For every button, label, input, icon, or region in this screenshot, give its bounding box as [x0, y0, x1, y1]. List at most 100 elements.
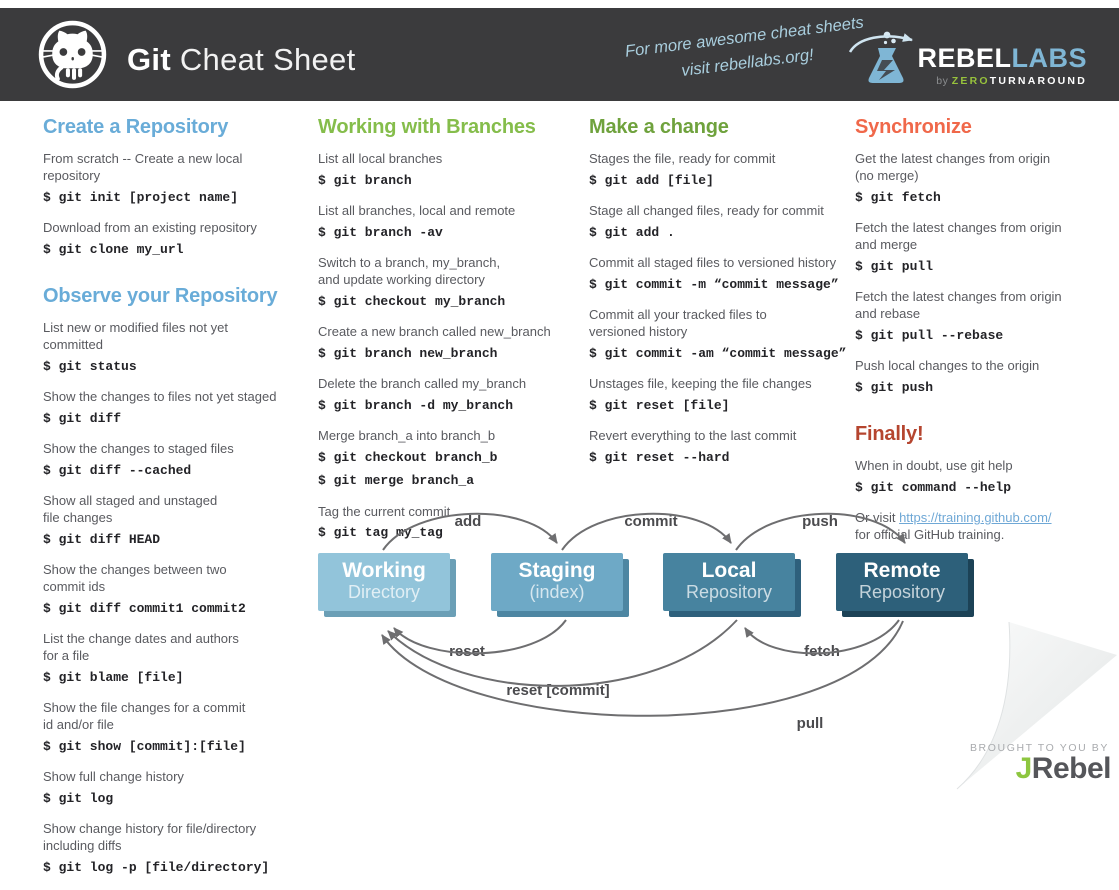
entry-description: Push local changes to the origin: [855, 357, 1040, 373]
cheat-entry: Show all staged and unstaged file change…: [43, 493, 315, 549]
entry-description: Show the file changes for a commit id an…: [43, 700, 246, 732]
entry-description: List all branches, local and remote: [318, 203, 516, 219]
box-subtitle: Repository: [858, 582, 946, 603]
entry-description: Delete the branch called my_branch: [318, 376, 527, 392]
training-link[interactable]: https://training.github.com/: [899, 510, 1052, 526]
git-command: $ git log -p [file/directory]: [43, 859, 270, 875]
entry-description: List the change dates and authors for a …: [43, 631, 239, 663]
entry-description: Unstages file, keeping the file changes: [589, 376, 812, 392]
entry-note: Or visit https://training.github.com/ fo…: [855, 510, 1052, 542]
git-command: $ git commit -m “commit message”: [589, 277, 839, 293]
entry-description: From scratch -- Create a new local repos…: [43, 151, 243, 183]
cheat-entry: Show the changes between two commit ids $…: [43, 562, 315, 618]
entry-description: Show change history for file/directory i…: [43, 821, 257, 854]
cheat-entry: Stages the file, ready for commit$ git a…: [589, 151, 861, 190]
page-title-bold: Git: [127, 42, 171, 77]
github-octocat-icon: [36, 18, 109, 91]
cheat-entry: Commit all your tracked files to version…: [589, 307, 861, 363]
cheat-entry: Stage all changed files, ready for commi…: [589, 203, 861, 242]
arrow-label-commit: commit: [624, 513, 678, 530]
arrow-label-fetch: fetch: [804, 643, 840, 660]
git-command: $ git status: [43, 358, 137, 374]
entry-description: Show the changes between two commit ids: [43, 562, 227, 595]
rebellabs-flask-icon: [868, 31, 905, 83]
cheat-entry: Get the latest changes from origin (no m…: [855, 151, 1105, 207]
entry-description: Fetch the latest changes from origin and…: [855, 288, 1062, 321]
arrow-label-reset: reset: [449, 643, 485, 660]
cheat-entry: List new or modified files not yet commi…: [43, 320, 315, 376]
box-title: Staging: [518, 559, 596, 582]
arrow-label-pull: pull: [796, 715, 824, 732]
entry-description: Merge branch_a into branch_b: [318, 428, 496, 444]
byline-zero: ZERO: [951, 74, 990, 87]
git-command: $ git diff commit1 commit2: [43, 600, 246, 616]
arrow-label-reset-commit: reset [commit]: [506, 682, 610, 699]
git-command: $ git merge branch_a: [318, 473, 475, 489]
section-heading: Make a change: [589, 116, 729, 138]
git-command: $ git checkout branch_b: [318, 450, 498, 466]
box-subtitle: Directory: [347, 582, 420, 603]
git-command: $ git checkout my_branch: [318, 293, 506, 309]
cheat-entry: From scratch -- Create a new local repos…: [43, 151, 315, 207]
cheat-entry: Merge branch_a into branch_b $ git checko…: [318, 428, 590, 490]
section-heading: Finally!: [855, 422, 924, 445]
git-command: $ git pull: [855, 258, 934, 274]
entry-description: When in doubt, use git help: [855, 457, 1013, 473]
cheat-entry: When in doubt, use git help$ git command…: [855, 458, 1105, 497]
entry-description: Revert everything to the last commit: [589, 428, 797, 444]
arrow-pull: [381, 620, 904, 717]
arrow-label-add: add: [454, 513, 482, 530]
cheat-entry: Create a new branch called new_branch$ g…: [318, 324, 590, 363]
header-bar: Git Cheat Sheet For more awesome cheat s…: [0, 8, 1119, 101]
section-heading: Observe your Repository: [43, 285, 278, 308]
box-title: Remote: [863, 559, 941, 582]
git-command: $ git add [file]: [589, 172, 714, 188]
rebellabs-name: REBELLABS: [917, 42, 1087, 73]
git-command: $ git fetch: [855, 189, 941, 205]
entry-description: Download from an existing repository: [43, 219, 257, 235]
git-command: $ git branch new_branch: [318, 346, 498, 362]
git-command: $ git pull --rebase: [855, 327, 1004, 343]
cheat-entry: List the change dates and authors for a …: [43, 631, 315, 687]
entry-description: Fetch the latest changes from origin and…: [855, 219, 1062, 252]
git-command: $ git push: [855, 379, 934, 395]
page-title: Git Cheat Sheet: [127, 42, 356, 78]
cheat-entry: List all branches, local and remote $ git…: [318, 203, 590, 242]
entry-description: Show all staged and unstaged file change…: [43, 493, 218, 526]
section-heading: Synchronize: [855, 116, 972, 138]
page-title-light: Cheat Sheet: [170, 42, 356, 77]
entry-description: List all local branches: [318, 151, 443, 166]
git-command: $ git branch -av: [318, 224, 443, 240]
handwritten-note: For more awesome cheat sheets visit rebe…: [594, 6, 898, 95]
arrow-label-push: push: [802, 513, 838, 530]
git-command: $ git add .: [589, 224, 675, 240]
git-command: $ git commit -am “commit message”: [589, 346, 847, 362]
rebellabs-logo: REBELLABS by ZEROTURNAROUND: [865, 30, 1087, 86]
byline-by: by: [936, 74, 952, 87]
section-heading: Working with Branches: [318, 116, 536, 138]
byline-turnaround: TURNAROUND: [989, 74, 1087, 87]
box-title: Local: [701, 559, 757, 582]
cheat-entry: Show the file changes for a commit id an…: [43, 700, 315, 756]
cheat-entry: Fetch the latest changes from origin and…: [855, 289, 1105, 345]
rebellabs-rebel: REBEL: [917, 42, 1012, 73]
arrow-reset-commit: [387, 619, 738, 687]
entry-description: Commit all your tracked files to version…: [589, 307, 767, 340]
entry-description: Show the changes to files not yet staged: [43, 389, 277, 405]
entry-description: List new or modified files not yet commi…: [43, 320, 228, 352]
zeroturnaround-byline: by ZEROTURNAROUND: [936, 74, 1087, 87]
jrebel-rest: Rebel: [1031, 752, 1112, 785]
jrebel-logo: JRebel: [1016, 752, 1112, 786]
cheat-entry: Show the changes to staged files$ git di…: [43, 441, 315, 480]
cheat-entry: Fetch the latest changes from origin and…: [855, 220, 1105, 276]
cheat-entry: Switch to a branch, my_branch, and updat…: [318, 255, 590, 311]
cheat-entry: Unstages file, keeping the file changes$…: [589, 376, 861, 415]
entry-description: Show the changes to staged files: [43, 441, 234, 457]
git-command: $ git init [project name]: [43, 189, 239, 205]
box-subtitle: Repository: [685, 582, 773, 603]
